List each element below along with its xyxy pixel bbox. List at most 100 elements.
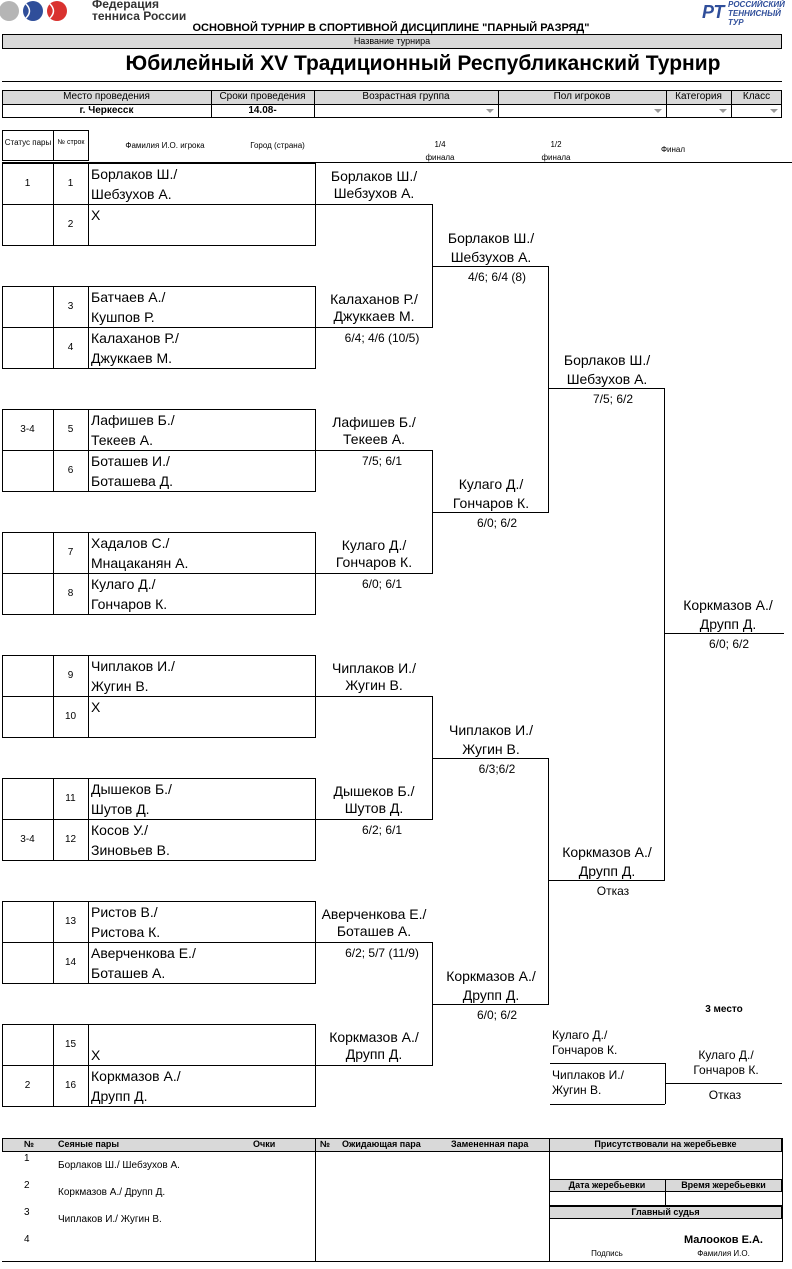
entry-number: 3 [67, 301, 74, 312]
r1-winner-line1: Аверченкова Е./ [321, 906, 427, 922]
bracket-line [316, 204, 433, 205]
tour-logo-letters: РТ [702, 2, 725, 22]
entry-player-1[interactable]: Хадалов С./ [91, 535, 170, 551]
entry-divider [53, 942, 54, 983]
entry-player-1[interactable]: Ристов В./ [91, 904, 158, 920]
r2-winner-line1: Коркмазов А./ [446, 968, 536, 984]
footer-replaced-label: Замененная пара [451, 1139, 529, 1149]
entry-player-2[interactable]: Кушпов Р. [91, 309, 155, 325]
venue-label: Место проведения [63, 91, 150, 102]
r1-winner-line1: Борлаков Ш./ [330, 168, 418, 184]
entry-player-2[interactable]: Боташева Д. [91, 473, 174, 489]
entry-row [2, 204, 316, 246]
entry-number: 11 [65, 793, 76, 804]
entry-number: 16 [64, 1080, 77, 1091]
org-line2: тенниса России [92, 9, 187, 23]
entry-player-2[interactable]: Друпп Д. [91, 1088, 148, 1104]
entry-number: 1 [67, 178, 74, 189]
entry-player-2[interactable]: X [91, 1047, 101, 1063]
entry-player-1[interactable]: Лафишев Б./ [91, 412, 175, 428]
name-label: Название турнира [2, 34, 782, 49]
final-score: 6/0; 6/2 [708, 637, 750, 651]
draw-date-label: Дата жеребьевки [568, 1180, 646, 1190]
bracket-line [316, 696, 433, 697]
third-winner-line1: Кулаго Д./ [698, 1048, 754, 1062]
entry-player-1[interactable]: Чиплаков И./ [91, 658, 175, 674]
r1-score: 7/5; 6/1 [361, 454, 403, 468]
entry-divider [88, 655, 89, 696]
entry-divider [88, 532, 89, 573]
entry-player-1[interactable]: Кулаго Д./ [91, 576, 156, 592]
chief-judge-label: Главный судья [631, 1207, 700, 1217]
third-place-pair-a: Кулаго Д./ Гончаров К. [552, 1028, 617, 1058]
bracket-line [316, 942, 433, 943]
age-dropdown-arrow-icon[interactable] [486, 109, 494, 113]
entry-player-2[interactable]: Гончаров К. [91, 596, 168, 612]
entry-player-1[interactable]: Боташев И./ [91, 453, 170, 469]
final-winner-line1: Коркмазов А./ [683, 597, 773, 613]
entry-number: 8 [67, 588, 74, 599]
r2-winner-line2: Друпп Д. [462, 987, 520, 1003]
entry-number: 6 [67, 465, 74, 476]
entry-player-1[interactable]: Коркмазов А./ [91, 1068, 181, 1084]
entry-divider [53, 532, 54, 573]
entry-player-2[interactable]: Зиновьев В. [91, 842, 170, 858]
entry-player-1[interactable]: Батчаев А./ [91, 289, 166, 305]
footer-seeded-label: Сеяные пары [58, 1139, 120, 1149]
judge-name: Малооков Е.А. [684, 1234, 763, 1246]
entry-divider [88, 819, 89, 860]
r1-winner-line2: Гончаров К. [335, 554, 413, 570]
bracket-line [316, 450, 433, 451]
r1-winner-line1: Коркмазов А./ [329, 1029, 419, 1045]
entry-player-1[interactable]: X [91, 207, 101, 223]
class-dropdown-arrow-icon[interactable] [770, 109, 778, 113]
entry-divider [53, 450, 54, 491]
r2-winner-line2: Жугин В. [462, 741, 520, 757]
entry-player-2[interactable]: Ристова К. [91, 924, 161, 940]
entry-player-2[interactable]: Шебзухов А. [91, 186, 172, 202]
ftr-logo: Федерация тенниса России [0, 0, 200, 22]
tournament-name: Юбилейный XV Традиционный Республикански… [125, 52, 721, 75]
entry-divider [88, 286, 89, 327]
tennis-balls-icon [0, 1, 67, 21]
entry-number: 10 [64, 711, 77, 722]
third-place-winner: Кулаго Д./ Гончаров К. [670, 1048, 782, 1078]
entry-divider [53, 778, 54, 819]
third-place-pair-b: Чиплаков И./ Жугин В. [552, 1068, 624, 1098]
entry-player-2[interactable]: Текеев А. [91, 432, 153, 448]
entry-player-2[interactable]: Джуккаев М. [91, 350, 173, 366]
category-dropdown-arrow-icon[interactable] [719, 109, 727, 113]
col-qf: 1/4 финала [425, 140, 455, 162]
entry-divider [53, 655, 54, 696]
entry-player-1[interactable]: X [91, 699, 101, 715]
entry-player-1[interactable]: Борлаков Ш./ [91, 166, 178, 182]
r1-score: 6/4; 4/6 (10/5) [344, 331, 420, 345]
bracket-line [432, 512, 549, 513]
r1-winner-line1: Дышеков Б./ [333, 783, 415, 799]
col-final: Финал [660, 145, 686, 154]
entry-player-1[interactable]: Косов У./ [91, 822, 149, 838]
entry-player-1[interactable]: Калаханов Р./ [91, 330, 179, 346]
entry-player-1[interactable]: Дышеков Б./ [91, 781, 172, 797]
entry-player-2[interactable]: Боташев А. [91, 965, 166, 981]
entry-player-2[interactable]: Жугин В. [91, 678, 149, 694]
entry-player-2[interactable]: Мнацаканян А. [91, 555, 189, 571]
bracket-line [548, 758, 549, 1004]
entry-player-1[interactable]: Аверченкова Е./ [91, 945, 196, 961]
gender-dropdown-arrow-icon[interactable] [654, 109, 662, 113]
third-a-line1: Кулаго Д./ [552, 1028, 608, 1042]
entry-row [2, 450, 316, 492]
bracket-line [548, 388, 665, 389]
entry-divider [88, 696, 89, 737]
bracket-line [316, 819, 433, 820]
entry-divider [88, 778, 89, 819]
signature-label: Подпись [591, 1249, 623, 1258]
r2-winner-line2: Гончаров К. [452, 495, 530, 511]
age-label: Возрастная группа [362, 91, 450, 102]
entry-player-2[interactable]: Шутов Д. [91, 801, 150, 817]
footer-points-label: Очки [253, 1139, 276, 1149]
bracket-line [548, 880, 665, 881]
entry-divider [88, 573, 89, 614]
col-player: Фамилия И.О. игрока [125, 141, 205, 150]
r1-winner-line2: Джуккаев М. [333, 308, 415, 324]
